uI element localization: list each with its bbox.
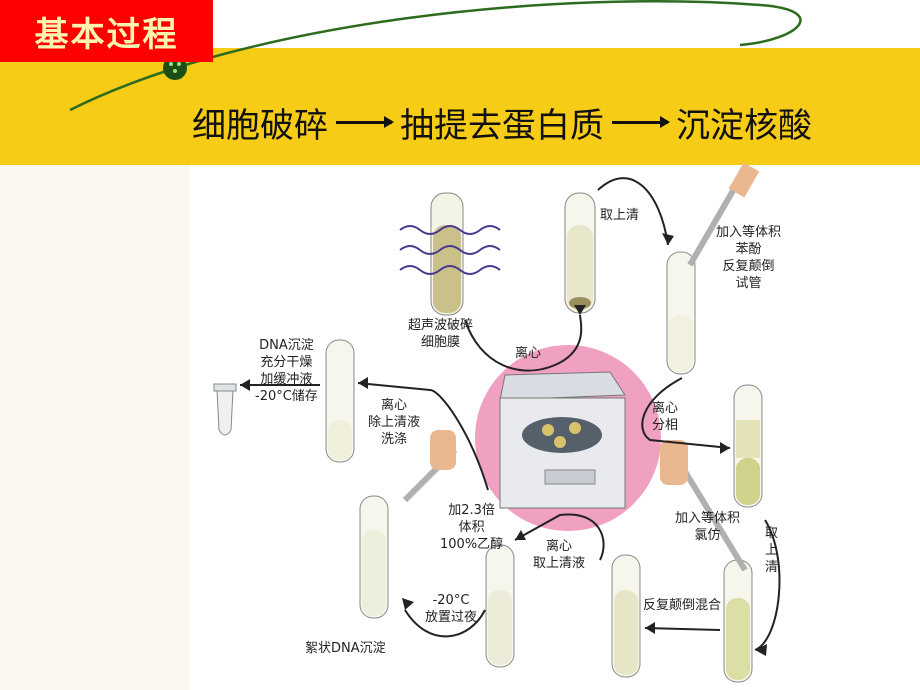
label-take-supernatant-2: 取上 清	[765, 526, 779, 575]
label-invert-mix: 反复颠倒混合	[643, 598, 722, 613]
pipette-top	[687, 162, 760, 267]
tube-mix	[611, 554, 641, 678]
pipette-left	[402, 430, 458, 503]
tube-phenol	[666, 251, 696, 375]
tube-chloroform	[723, 559, 753, 683]
label-add-chloroform: 加入等体积氯仿	[675, 511, 741, 543]
label-take-supernatant-1: 取上清	[600, 208, 640, 223]
process-steps: 细胞破碎 抽提去蛋白质 沉淀核酸	[192, 98, 812, 147]
header-banner	[0, 48, 920, 165]
label-wash: 离心除上清液 洗涤	[368, 398, 421, 447]
label-centrifuge-1: 离心	[515, 346, 542, 361]
label-floc: 絮状DNA沉淀	[305, 641, 386, 656]
tube-floc	[359, 495, 389, 619]
step-arrow-icon	[336, 116, 394, 128]
tube-phase-split	[733, 384, 763, 508]
step-nucleic-acid-precipitation: 沉淀核酸	[676, 106, 812, 146]
arrow-heads	[240, 233, 767, 656]
label-centrifuge-split: 离心分相	[652, 401, 679, 433]
step-arrow-icon	[612, 116, 670, 128]
step-cell-disruption: 细胞破碎	[192, 106, 328, 146]
step-protein-removal: 抽提去蛋白质	[400, 106, 604, 146]
tube-sonication	[399, 192, 501, 316]
eppendorf-tube	[213, 383, 237, 436]
label-add-phenol: 加入等体积苯酚 反复颠倒试管	[716, 225, 782, 291]
centrifuge-icon	[499, 371, 626, 509]
label-dna-store: DNA沉淀充分干燥 加缓冲液-20°C储存	[255, 338, 318, 404]
decorative-swoosh	[69, 0, 802, 112]
pipette-right	[660, 440, 748, 572]
tube-supernatant-1	[564, 192, 596, 314]
label-sonicate: 超声波破碎细胞膜	[408, 318, 474, 350]
page-title: 基本过程	[34, 14, 179, 55]
decorative-pattern	[0, 165, 190, 690]
label-centrifuge-take: 离心取上清液	[533, 539, 586, 571]
tube-ethanol	[485, 544, 515, 668]
tube-wash	[325, 339, 355, 463]
process-arrows	[240, 177, 781, 651]
label-add-ethanol: 加2.3倍体积 100%乙醇	[440, 503, 504, 552]
swoosh-bead	[163, 56, 187, 80]
title-box: 基本过程	[0, 0, 213, 62]
